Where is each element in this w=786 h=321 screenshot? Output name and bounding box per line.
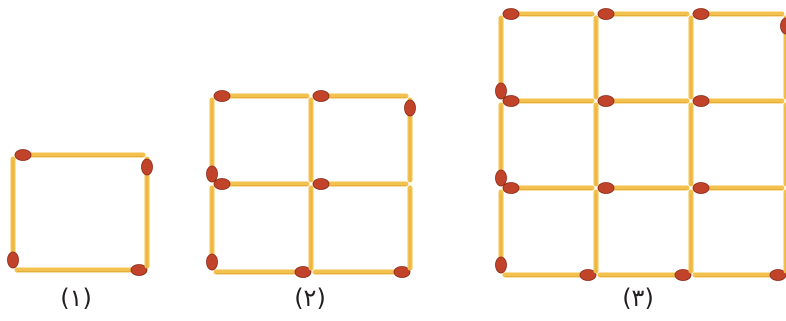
match-head-f2	[207, 254, 218, 270]
match-head-f3	[598, 183, 614, 194]
match-head-f3	[693, 96, 709, 107]
match-head-f2	[214, 179, 230, 190]
figure-caption-3: (۳)	[622, 284, 654, 312]
match-head-f2	[207, 166, 218, 182]
match-head-f1	[15, 150, 31, 161]
match-head-f3	[598, 96, 614, 107]
match-head-f1	[142, 159, 153, 175]
match-head-f3	[496, 170, 507, 186]
match-head-f2	[214, 91, 230, 102]
match-head-f3	[693, 183, 709, 194]
match-head-f3	[496, 83, 507, 99]
match-head-f3	[503, 9, 519, 20]
match-head-f3	[503, 183, 519, 194]
match-head-f3	[496, 257, 507, 273]
match-head-f3	[693, 9, 709, 20]
match-head-f2	[313, 91, 329, 102]
match-head-f2	[405, 100, 416, 116]
match-head-f2	[313, 179, 329, 190]
match-head-f3	[781, 18, 786, 34]
match-head-f1	[8, 252, 19, 268]
figure-caption-1: (۱)	[60, 284, 92, 312]
match-head-f3	[503, 96, 519, 107]
match-head-f3	[598, 9, 614, 20]
figure-caption-2: (۲)	[294, 284, 326, 312]
